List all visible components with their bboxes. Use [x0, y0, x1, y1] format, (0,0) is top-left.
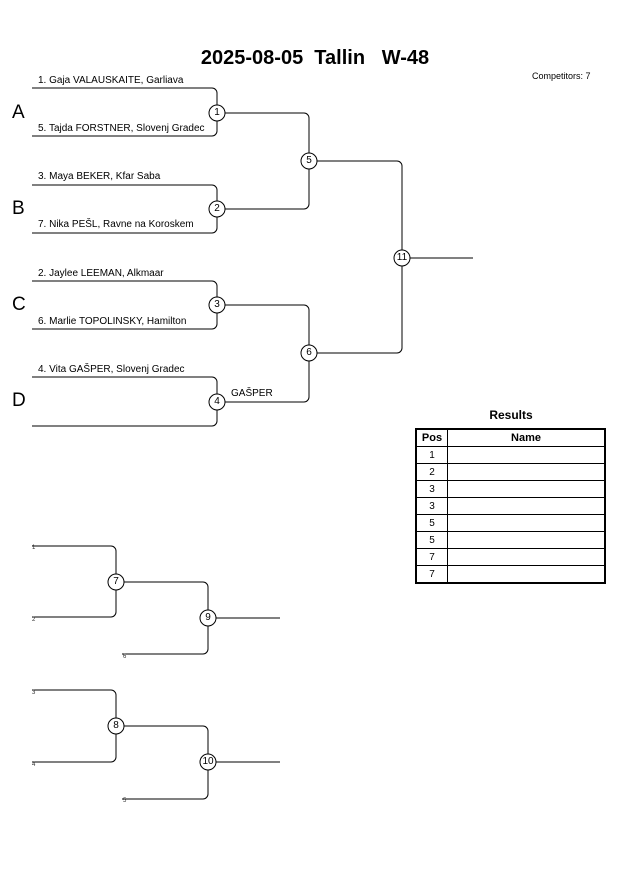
bracket-match-11 [309, 160, 403, 354]
table-row: 1 [415, 446, 606, 464]
match-number-2: 2 [214, 203, 220, 214]
repechage-seed-label: 3 [32, 690, 36, 696]
competitors-count: Competitors: 7 [532, 71, 591, 81]
result-name [447, 514, 606, 532]
match-number-10: 10 [202, 756, 214, 767]
result-name [447, 463, 606, 481]
results-header-row: Pos Name [415, 428, 606, 447]
match-number-7: 7 [113, 576, 119, 587]
results-table: Pos Name 1 2 3 3 5 5 7 7 [415, 428, 606, 584]
repechage-seed-label: 6 [123, 654, 127, 660]
result-name [447, 480, 606, 498]
table-row: 7 [415, 565, 606, 584]
match-number-4: 4 [214, 396, 220, 407]
competitor-entry: 3. Maya BEKER, Kfar Saba [38, 171, 161, 182]
result-name [447, 548, 606, 566]
table-row: 5 [415, 514, 606, 532]
repechage-seed-label: 1 [32, 545, 36, 551]
name-header: Name [447, 428, 606, 447]
result-name [447, 531, 606, 549]
bye-winner-label: GAŠPER [231, 388, 273, 399]
match-number-8: 8 [113, 720, 119, 731]
pool-label-d: D [12, 390, 26, 411]
results-title: Results [489, 408, 533, 422]
bracket-match-8 [32, 689, 117, 763]
bracket-match-4 [32, 376, 218, 427]
competitor-entry: 2. Jaylee LEEMAN, Alkmaar [38, 268, 164, 279]
bracket-match-7 [32, 545, 117, 618]
pos-header: Pos [415, 428, 448, 447]
result-pos: 2 [415, 463, 448, 481]
result-pos: 5 [415, 531, 448, 549]
match-number-3: 3 [214, 299, 220, 310]
competitor-entry: 6. Marlie TOPOLINSKY, Hamilton [38, 316, 187, 327]
result-pos: 3 [415, 497, 448, 515]
pool-label-b: B [12, 198, 25, 219]
result-pos: 5 [415, 514, 448, 532]
table-row: 3 [415, 497, 606, 515]
repechage-seed-label: 4 [32, 762, 36, 768]
table-row: 3 [415, 480, 606, 498]
repechage-seed-label: 2 [32, 617, 36, 623]
page-title: 2025-08-05 Tallin W-48 [200, 47, 430, 69]
competitor-entry: 1. Gaja VALAUSKAITE, Garliava [38, 75, 184, 86]
repechage-seed-label: 5 [123, 798, 127, 804]
bracket-match-5 [217, 112, 310, 210]
result-name [447, 565, 606, 584]
match-number-9: 9 [205, 612, 211, 623]
table-row: 5 [415, 531, 606, 549]
match-number-6: 6 [306, 347, 312, 358]
result-pos: 7 [415, 565, 448, 584]
result-name [447, 497, 606, 515]
result-name [447, 446, 606, 464]
result-pos: 1 [415, 446, 448, 464]
result-pos: 7 [415, 548, 448, 566]
match-number-1: 1 [214, 107, 220, 118]
result-pos: 3 [415, 480, 448, 498]
competitor-entry: 5. Tajda FORSTNER, Slovenj Gradec [38, 123, 205, 134]
bracket-match-9 [116, 581, 209, 655]
match-number-5: 5 [306, 155, 312, 166]
bracket-match-10 [116, 725, 209, 800]
table-row: 2 [415, 463, 606, 481]
match-number-11: 11 [396, 252, 408, 263]
table-row: 7 [415, 548, 606, 566]
pool-label-c: C [12, 294, 26, 315]
competitor-entry: 4. Vita GAŠPER, Slovenj Gradec [38, 364, 185, 375]
competitor-entry: 7. Nika PEŠL, Ravne na Koroskem [38, 219, 194, 230]
pool-label-a: A [12, 102, 25, 123]
